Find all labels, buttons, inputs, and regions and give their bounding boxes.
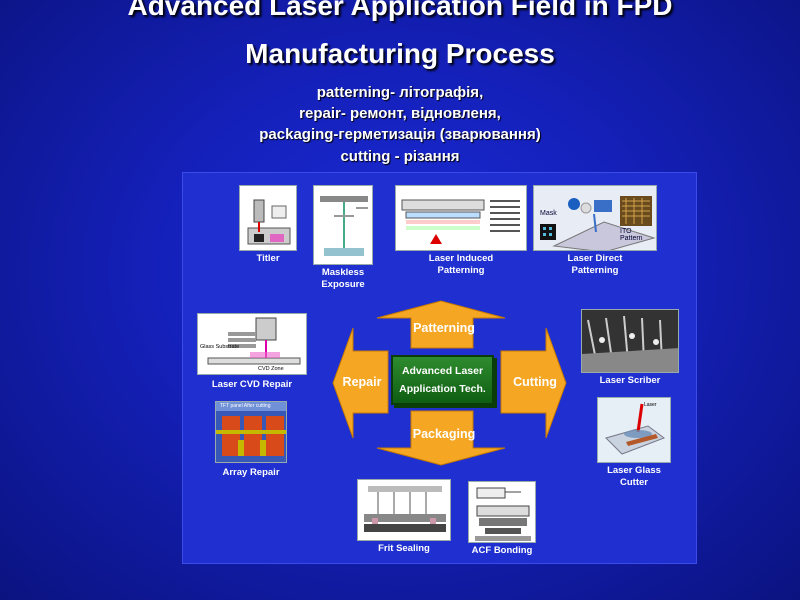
frit-sealing-image: [357, 479, 451, 541]
label-titler: Titler: [256, 253, 280, 264]
glass-substrate-text: Glass Substrate: [200, 344, 240, 350]
label-ldp-line2: Patterning: [571, 265, 619, 276]
arrow-up: [376, 300, 506, 349]
process-arrows: [332, 300, 567, 466]
laser-scriber-image: [581, 309, 679, 373]
laser-direct-patterning-image: Mask ITO Pattern: [533, 185, 657, 251]
label-lip-line2: Patterning: [437, 265, 485, 276]
label-array-repair: Array Repair: [222, 467, 280, 478]
arrow-label-packaging: Packaging: [412, 427, 476, 441]
label-laser-direct-patterning: Laser Direct Patterning: [533, 253, 657, 277]
label-frit-sealing: Frit Sealing: [378, 543, 430, 554]
label-maskless-line2: Exposure: [321, 279, 365, 290]
titler-image: [239, 185, 297, 251]
slide-title-line-2: Manufacturing Process: [245, 38, 555, 69]
acf-bonding-image: [468, 481, 536, 543]
arrow-label-patterning: Patterning: [413, 321, 475, 335]
laser-cvd-repair-image: Glass Substrate CVD Zone: [197, 313, 307, 375]
subtitle-cutting: cutting - різання: [340, 148, 460, 165]
label-glass-line1: Laser Glass: [607, 465, 661, 476]
mask-text: Mask: [540, 210, 557, 217]
label-laser-induced-patterning: Laser Induced Patterning: [395, 253, 527, 277]
center-tech-box: Advanced Laser Application Tech.: [391, 355, 494, 405]
laser-text: Laser: [644, 402, 657, 408]
subtitle-patterning: patterning- літографія,: [316, 84, 484, 101]
label-ldp-line1: Laser Direct: [567, 253, 623, 264]
arrow-right: [500, 327, 567, 439]
subtitle-packaging: packaging-герметизація (зварювання): [259, 126, 541, 143]
center-line-2: Application Tech.: [399, 383, 486, 395]
label-maskless-exposure: Maskless Exposure: [311, 267, 375, 291]
label-laser-glass-cutter: Laser Glass Cutter: [587, 465, 681, 489]
center-line-1: Advanced Laser: [401, 365, 484, 377]
arrow-left: [332, 327, 389, 439]
laser-application-diagram: Patterning Repair Cutting Packaging Adva…: [182, 172, 697, 564]
cvd-zone-text: CVD Zone: [258, 366, 284, 372]
tft-panel-text: TFT panel After cutting: [220, 403, 271, 409]
label-maskless-line1: Maskless: [321, 267, 365, 278]
maskless-exposure-image: [313, 185, 373, 265]
array-repair-image: TFT panel After cutting: [215, 401, 287, 463]
laser-induced-patterning-image: [395, 185, 527, 251]
laser-glass-cutter-image: Laser: [597, 397, 671, 463]
slide-title-line-1: Advanced Laser Application Field in FPD: [127, 0, 673, 21]
label-acf-bonding: ACF Bonding: [471, 545, 533, 556]
label-lip-line1: Laser Induced: [428, 253, 494, 264]
arrow-down: [376, 410, 506, 466]
label-laser-scriber: Laser Scriber: [599, 375, 661, 386]
label-glass-line2: Cutter: [620, 477, 648, 488]
label-laser-cvd-repair: Laser CVD Repair: [211, 379, 293, 390]
arrow-label-cutting: Cutting: [513, 375, 557, 389]
ito-pattern-text: ITO Pattern: [620, 228, 643, 242]
subtitle-repair: repair- ремонт, відновленя,: [299, 105, 501, 122]
arrow-label-repair: Repair: [342, 375, 382, 389]
